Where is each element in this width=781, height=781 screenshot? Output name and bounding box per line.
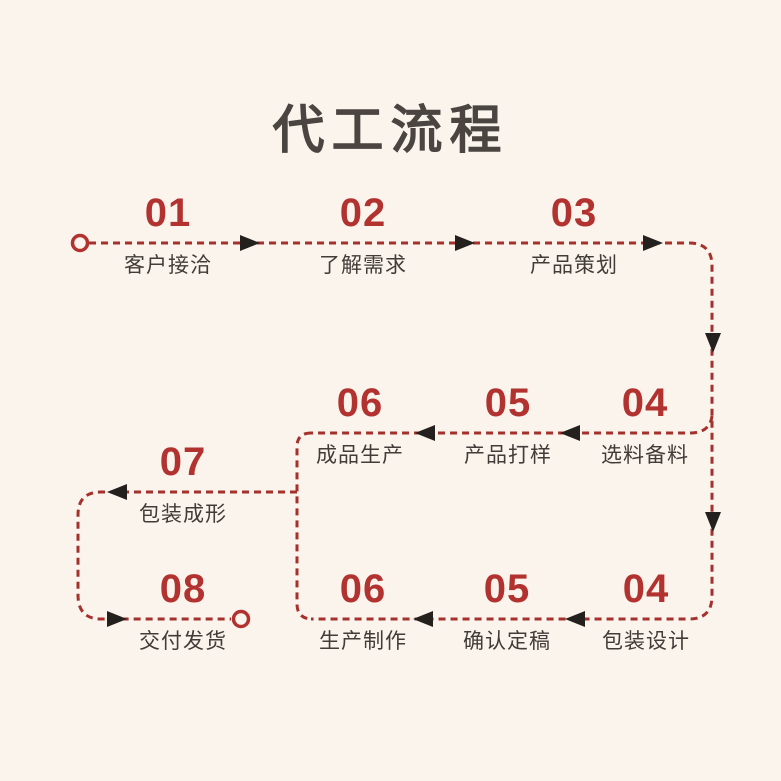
step-label: 选料备料: [601, 444, 689, 467]
step-label: 包装设计: [602, 630, 690, 653]
step-label: 交付发货: [139, 630, 227, 653]
flow-step-04-packaging-design: 04 包装设计: [556, 569, 736, 652]
step-number: 05: [484, 381, 532, 425]
step-label: 生产制作: [319, 630, 407, 653]
flow-step-06-manufacturing: 06 生产制作: [273, 569, 453, 652]
flow-step-02: 02 了解需求: [273, 193, 453, 276]
flow-step-05-final-draft: 05 确认定稿: [417, 569, 597, 652]
step-number: 01: [144, 191, 192, 235]
arrow-down-icon: [705, 512, 721, 532]
flow-step-06-production: 06 成品生产: [270, 383, 450, 466]
step-label: 产品打样: [464, 444, 552, 467]
step-label: 产品策划: [530, 254, 618, 277]
flow-step-07: 07 包装成形: [93, 442, 273, 525]
flow-step-03: 03 产品策划: [484, 193, 664, 276]
step-label: 确认定稿: [463, 630, 551, 653]
arrow-down-icon: [705, 333, 721, 353]
step-number: 03: [550, 191, 598, 235]
step-label: 成品生产: [316, 444, 404, 467]
step-number: 06: [339, 567, 387, 611]
flow-step-04-materials: 04 选料备料: [555, 383, 735, 466]
page-title: 代工流程: [272, 102, 509, 160]
step-number: 04: [621, 381, 669, 425]
flow-step-05-sampling: 05 产品打样: [418, 383, 598, 466]
step-number: 02: [339, 191, 387, 235]
flow-step-08: 08 交付发货: [93, 569, 273, 652]
step-number: 08: [159, 567, 207, 611]
flow-step-01: 01 客户接洽: [78, 193, 258, 276]
step-label: 客户接洽: [124, 254, 212, 277]
step-number: 05: [483, 567, 531, 611]
step-number: 06: [336, 381, 384, 425]
step-number: 04: [622, 567, 670, 611]
step-number: 07: [159, 440, 207, 484]
arrow-right-icon: [455, 235, 475, 251]
step-label: 包装成形: [139, 503, 227, 526]
step-label: 了解需求: [319, 254, 407, 277]
